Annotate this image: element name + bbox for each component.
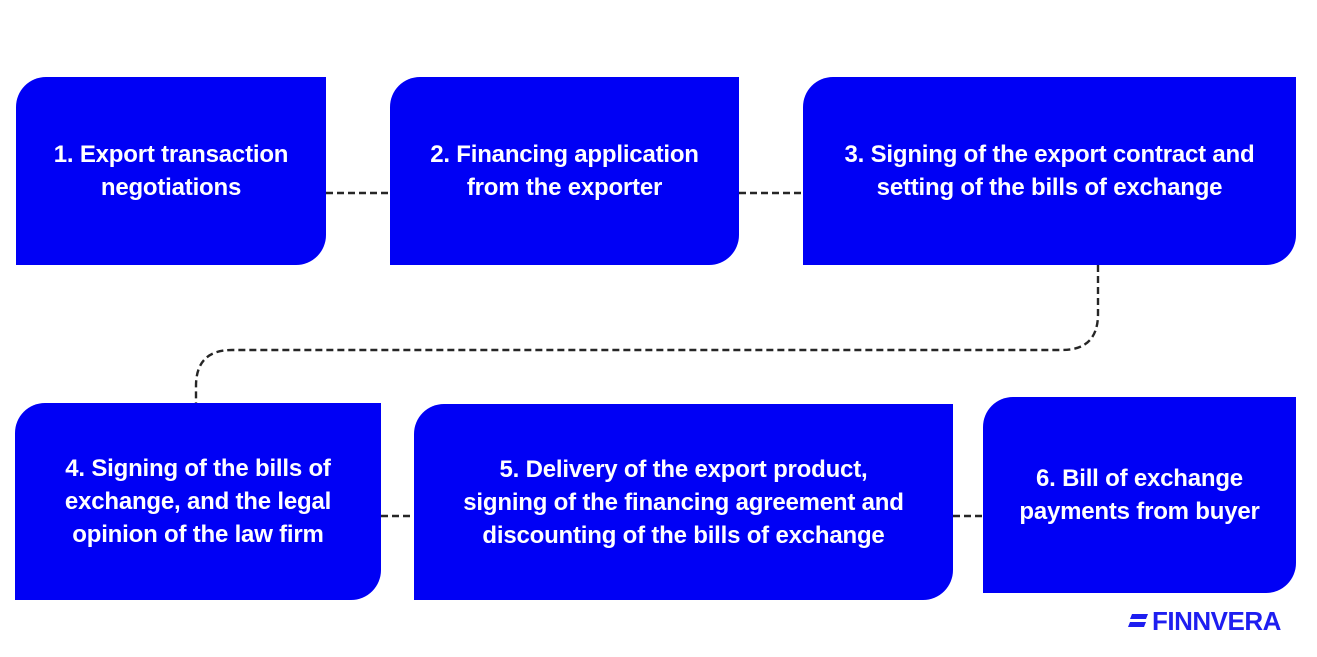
step-box-2: 2. Financing application from the export…: [390, 77, 739, 265]
step-box-4: 4. Signing of the bills of exchange, and…: [15, 403, 381, 600]
step-label: 3. Signing of the export contract and se…: [844, 141, 1255, 201]
step-label: 6. Bill of exchange payments from buyer: [1019, 465, 1260, 525]
connector-3-4: [194, 265, 1100, 403]
finnvera-mark-icon: [1128, 614, 1148, 627]
step-box-5: 5. Delivery of the export product, signi…: [414, 404, 953, 600]
step-label: 5. Delivery of the export product, signi…: [463, 455, 904, 549]
logo-wordmark: FINNVERA: [1152, 606, 1281, 636]
finnvera-logo: FINNVERA: [1127, 607, 1281, 635]
step-box-3: 3. Signing of the export contract and se…: [803, 77, 1296, 265]
step-label: 4. Signing of the bills of exchange, and…: [64, 455, 332, 548]
step-label: 1. Export transaction negotiations: [53, 141, 289, 201]
step-box-6: 6. Bill of exchange payments from buyer: [983, 397, 1296, 593]
step-box-1: 1. Export transaction negotiations: [16, 77, 326, 265]
step-label: 2. Financing application from the export…: [430, 141, 699, 201]
